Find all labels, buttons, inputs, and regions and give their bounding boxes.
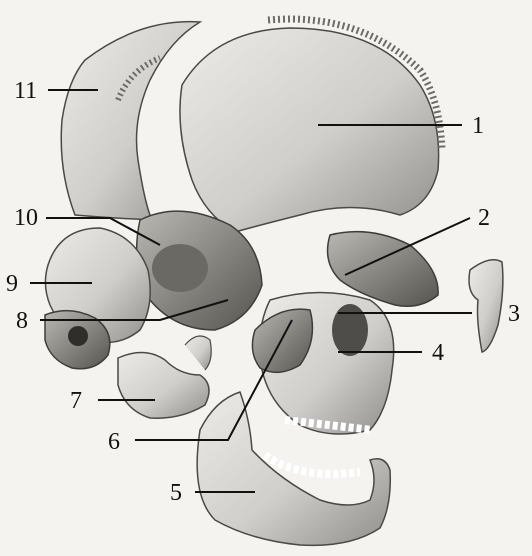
label-9: 9	[6, 272, 18, 296]
label-1: 1	[472, 114, 484, 138]
label-11: 11	[14, 79, 37, 103]
label-4: 4	[432, 341, 444, 365]
parietal-bone	[61, 22, 200, 220]
small-fragment-left	[118, 336, 211, 418]
small-bone-right	[469, 260, 503, 352]
label-8: 8	[16, 309, 28, 333]
label-5: 5	[170, 481, 182, 505]
label-10: 10	[14, 206, 38, 230]
label-2: 2	[478, 206, 490, 230]
label-6: 6	[108, 430, 120, 454]
label-3: 3	[508, 302, 520, 326]
label-7: 7	[70, 389, 82, 413]
